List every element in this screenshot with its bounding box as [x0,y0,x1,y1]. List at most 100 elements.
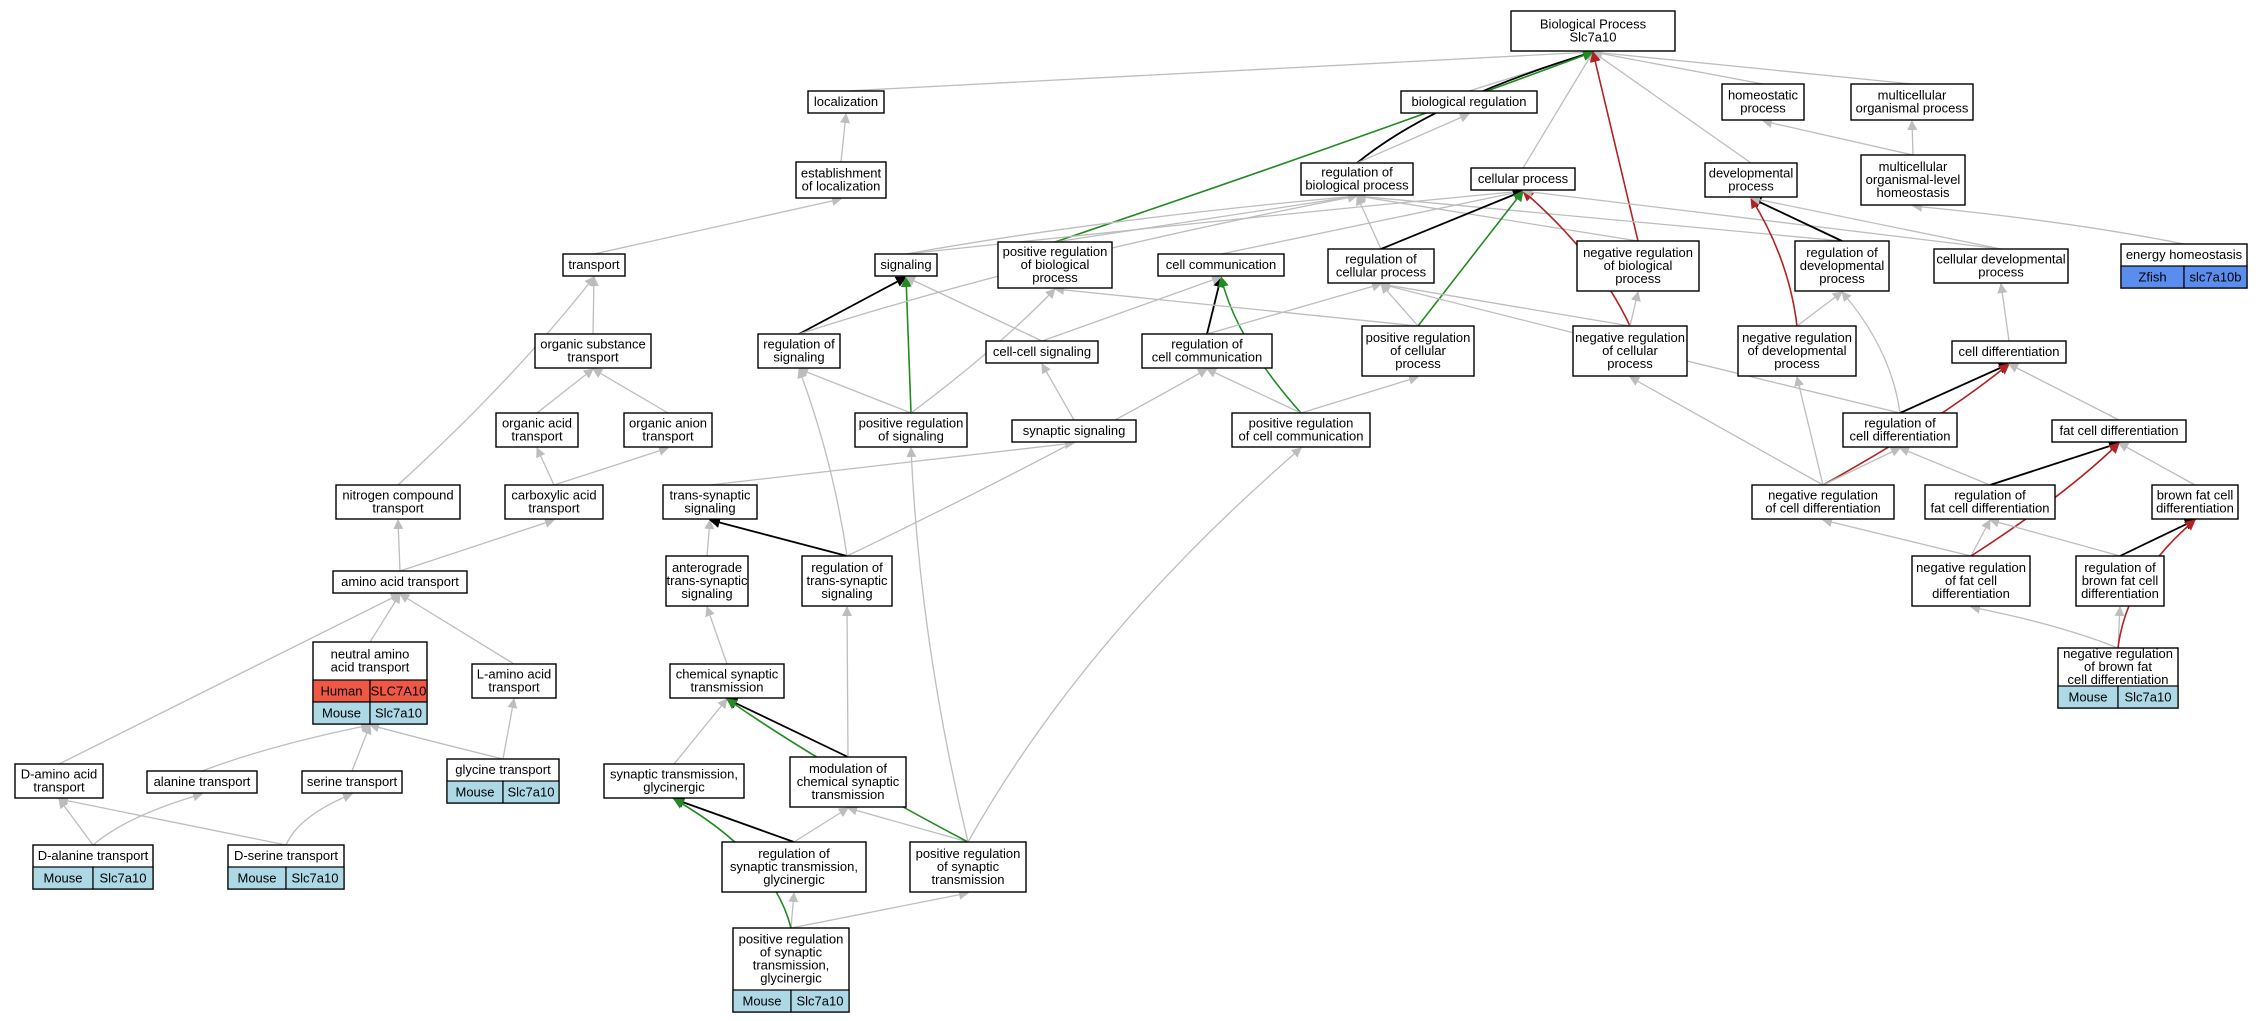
node-label: carboxylic acid [511,488,596,503]
node-box [1860,154,1966,206]
node-label: organic acid [502,416,572,431]
edge-cellcomm-to-cellproc [1220,187,1524,255]
gene-label: slc7a10b [2189,270,2241,285]
go-term-node-cellcell[interactable]: cell-cell signaling [985,340,1099,364]
node-label: signaling [821,586,872,601]
node-label: acid transport [331,660,410,675]
edge-negregcellproc-to-negregbp [1629,291,1641,327]
edge-multi-to-bp [1592,47,1913,85]
go-term-node-synglyc[interactable]: synaptic transmission,glycinergic [603,763,745,799]
go-term-node-ala[interactable]: alanine transport [146,770,258,794]
edge-gly-to-laa [502,698,518,760]
node-label: modulation of [809,761,887,776]
edge-modchem-to-regtranssyn [842,606,853,758]
node-label: transport [372,501,424,516]
go-term-node-loc[interactable]: localization [807,90,885,114]
gene-label: Slc7a10 [375,706,422,721]
edge-daa-to-aatrans [58,593,401,765]
node-label: process [1032,270,1078,285]
go-term-node-transport[interactable]: transport [562,253,626,277]
node-box [495,412,579,448]
node-label: L-amino acid [477,667,551,682]
go-term-node-fatcelldiff[interactable]: fat cell differentiation [2051,419,2187,443]
go-term-node-synsig[interactable]: synaptic signaling [1011,419,1137,443]
go-term-node-celldiff[interactable]: cell differentiation [1951,340,2067,364]
node-label: positive regulation [916,846,1021,861]
go-term-node-ser[interactable]: serine transport [301,770,403,794]
edge-nitro-to-transport [397,276,595,486]
edge-regcelldiff-to-regdev [1841,291,1901,414]
edge-devproc-to-bp [1592,51,1752,164]
edge-posregcellcomm-to-regcellcomm [1206,368,1302,414]
node-label: signaling [773,350,824,365]
gene-cell [2183,265,2248,289]
go-term-node-cellcomm[interactable]: cell communication [1157,253,1285,277]
gene-cell [2117,685,2179,709]
go-term-node-cellproc[interactable]: cellular process [1470,167,1576,191]
go-term-node-signaling[interactable]: signaling [874,253,938,277]
node-label: cellular process [1336,265,1427,280]
node-box [2075,555,2165,607]
edge-signaling-to-cellproc [905,186,1524,255]
go-term-node-aatrans[interactable]: amino acid transport [332,570,468,594]
node-box [662,484,758,520]
node-label: D-alanine transport [38,848,149,863]
node-label: fat cell differentiation [2060,423,2179,438]
edge-posregcellproc-to-posregbp [1054,284,1419,327]
node-label: neutral amino [331,647,410,662]
go-term-node-biolreg[interactable]: biological regulation [1400,90,1538,114]
node-label: negative regulation [1742,330,1852,345]
node-label: transport [567,350,619,365]
node-label: Biological Process [1540,17,1647,32]
edge-regtranssyn-to-transsyn [708,517,848,557]
node-label: process [1395,356,1441,371]
node-label: brown fat cell [2157,488,2234,503]
